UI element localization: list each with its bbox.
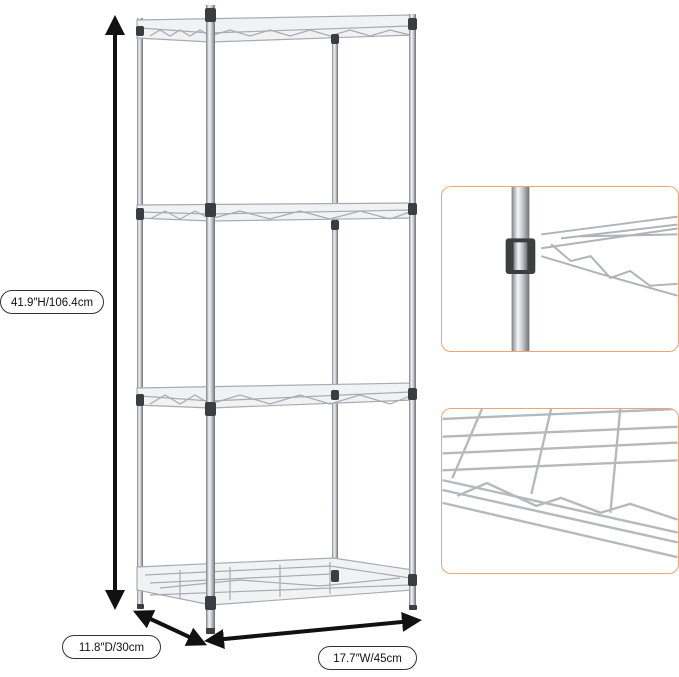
depth-label: 11.8″D/30cm <box>62 635 161 659</box>
inset-wire-shelf-edge-detail <box>441 408 679 574</box>
shelf-3 <box>136 382 414 409</box>
shelf-4 <box>136 557 414 606</box>
post-front-left <box>206 5 215 631</box>
height-label: 41.9″H/106.4cm <box>0 290 104 314</box>
post-clips <box>136 8 417 634</box>
post-clip-detail-image <box>505 187 678 351</box>
post-back-left <box>137 18 143 606</box>
shelf-1 <box>136 14 414 43</box>
width-arrow <box>204 612 422 649</box>
wire-shelf-edge-detail-image <box>442 409 678 559</box>
inset-post-clip-detail <box>441 186 679 352</box>
depth-arrow <box>132 610 208 646</box>
shelf-2 <box>136 202 414 222</box>
post-front-right <box>409 14 416 608</box>
width-label: 17.7″W/45cm <box>318 646 417 670</box>
post-back-right <box>332 38 338 583</box>
